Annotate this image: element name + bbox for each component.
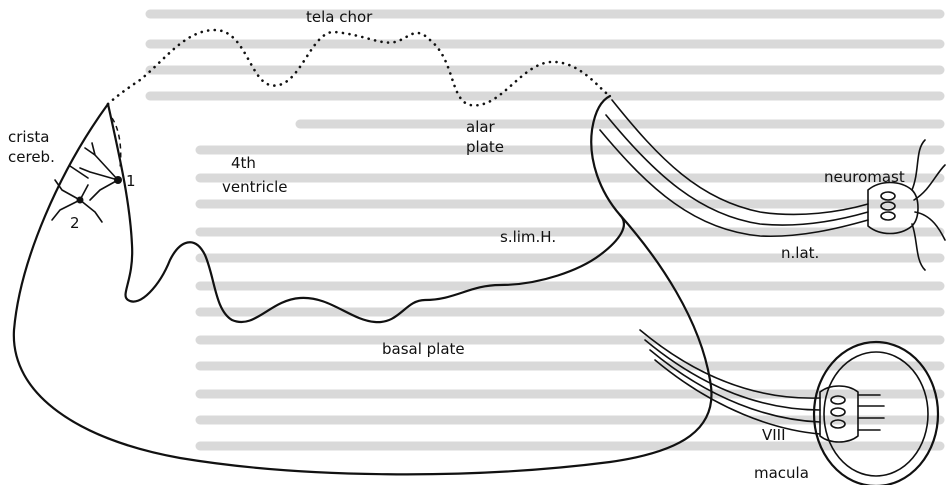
label-s-lim-h: s.lim.H. (500, 228, 556, 246)
label-ventricle: ventricle (222, 178, 287, 196)
label-neuromast: neuromast (824, 168, 905, 186)
crista-leader-line (70, 166, 88, 178)
label-alar: alar (466, 118, 496, 136)
label-number-1: 1 (126, 172, 136, 190)
label-plate: plate (466, 138, 504, 156)
label-fourth: 4th (231, 154, 256, 172)
label-n-lat: n.lat. (781, 244, 819, 262)
label-tela-chor: tela chor (306, 8, 373, 26)
label-basal-plate: basal plate (382, 340, 465, 358)
label-cereb: cereb. (8, 148, 55, 166)
neuron-1 (80, 143, 122, 200)
label-macula: macula (754, 464, 809, 482)
label-viii: VIII (762, 426, 786, 444)
label-number-2: 2 (70, 214, 80, 232)
label-crista: crista (8, 128, 49, 146)
